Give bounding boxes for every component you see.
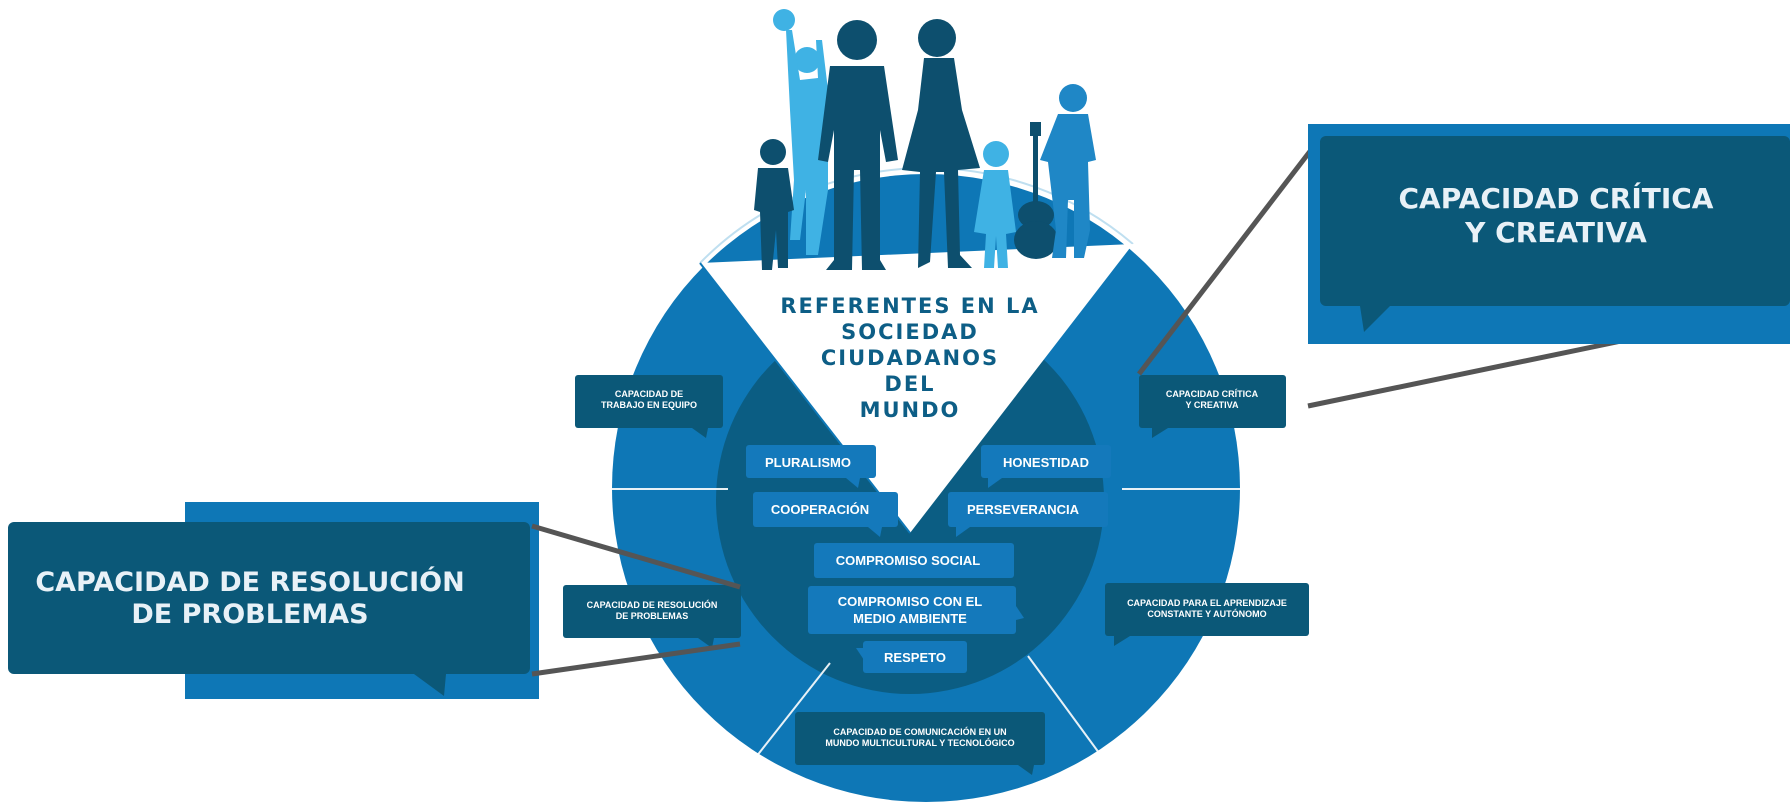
zoom-callout-resolucion-problemas: CAPACIDAD DE RESOLUCIÓN DE PROBLEMAS [8, 502, 741, 699]
guitar-icon [1014, 122, 1058, 259]
speech-bubble-tail-icon [1114, 636, 1130, 646]
value-cooperacion: COOPERACIÓN [753, 492, 898, 537]
value-honestidad: HONESTIDAD [981, 445, 1111, 488]
value-respeto-label: RESPETO [884, 650, 946, 665]
value-medio-ambiente-line-2: MEDIO AMBIENTE [853, 611, 967, 626]
value-honestidad-label: HONESTIDAD [1003, 455, 1089, 470]
center-title-line-2: SOCIEDAD [841, 320, 979, 344]
zoom-resolucion-line-2: DE PROBLEMAS [131, 599, 368, 630]
capacity-trabajo-equipo-line-1: CAPACIDAD DE [615, 389, 683, 399]
triangle-edge-left [699, 262, 911, 534]
capacity-trabajo-equipo-line-2: TRABAJO EN EQUIPO [601, 400, 697, 410]
capacity-critica-creativa: CAPACIDAD CRÍTICA Y CREATIVA [1139, 375, 1286, 438]
center-title-line-4: DEL [884, 372, 935, 396]
capacity-boxes: CAPACIDAD DE TRABAJO EN EQUIPO CAPACIDAD… [563, 375, 1309, 775]
capacity-critica-creativa-line-2: Y CREATIVA [1185, 400, 1239, 410]
zoom-callout-critica-creativa: CAPACIDAD CRÍTICA Y CREATIVA [1137, 124, 1790, 409]
connector-line-bottom [531, 641, 741, 677]
center-title-line-3: CIUDADANOS [821, 346, 999, 370]
value-respeto: RESPETO [856, 641, 967, 673]
capacity-resolucion-problemas: CAPACIDAD DE RESOLUCIÓN DE PROBLEMAS [563, 585, 741, 648]
value-cooperacion-label: COOPERACIÓN [771, 502, 869, 517]
capacity-critica-creativa-line-1: CAPACIDAD CRÍTICA [1166, 389, 1259, 399]
capacity-trabajo-equipo: CAPACIDAD DE TRABAJO EN EQUIPO [575, 375, 723, 438]
center-triangle [700, 244, 1133, 533]
center-title-line-1: REFERENTES EN LA [780, 294, 1039, 318]
zoom-critica-line-1: CAPACIDAD CRÍTICA [1399, 181, 1714, 215]
capacity-comunicacion-line-2: MUNDO MULTICULTURAL Y TECNOLÓGICO [825, 737, 1014, 748]
connector-line-top [531, 523, 741, 590]
value-medio-ambiente: COMPROMISO CON EL MEDIO AMBIENTE [808, 586, 1024, 634]
center-title: REFERENTES EN LA SOCIEDAD CIUDADANOS DEL… [780, 294, 1039, 422]
ball-icon [773, 9, 795, 31]
connector-line-top [1137, 135, 1323, 376]
people-silhouettes-icon [754, 9, 1096, 270]
value-medio-ambiente-line-1: COMPROMISO CON EL [838, 594, 983, 609]
speech-bubble-tail-icon [1018, 765, 1034, 775]
value-pluralismo: PLURALISMO [746, 445, 876, 488]
value-pills: PLURALISMO HONESTIDAD COOPERACIÓN PERSEV… [746, 445, 1111, 673]
value-perseverancia-label: PERSEVERANCIA [967, 502, 1080, 517]
capacity-aprendizaje-line-1: CAPACIDAD PARA EL APRENDIZAJE [1127, 598, 1287, 608]
capacity-resolucion-problemas-line-1: CAPACIDAD DE RESOLUCIÓN [587, 599, 718, 610]
capacity-comunicacion: CAPACIDAD DE COMUNICACIÓN EN UN MUNDO MU… [795, 712, 1045, 775]
zoom-resolucion-line-1: CAPACIDAD DE RESOLUCIÓN [35, 566, 464, 598]
center-title-line-5: MUNDO [860, 398, 961, 422]
capacity-aprendizaje: CAPACIDAD PARA EL APRENDIZAJE CONSTANTE … [1105, 583, 1309, 646]
speech-bubble-tail-icon [698, 638, 714, 648]
speech-bubble-tail-icon [414, 674, 446, 696]
zoom-critica-line-2: Y CREATIVA [1464, 216, 1647, 249]
capacity-comunicacion-line-1: CAPACIDAD DE COMUNICACIÓN EN UN [833, 726, 1006, 737]
capacity-resolucion-problemas-line-2: DE PROBLEMAS [616, 611, 689, 621]
capacity-aprendizaje-line-2: CONSTANTE Y AUTÓNOMO [1147, 608, 1266, 619]
speech-bubble-tail-icon [692, 428, 708, 438]
ring-dividers [611, 488, 1242, 758]
value-pluralismo-label: PLURALISMO [765, 455, 851, 470]
speech-bubble-tail-icon [1360, 306, 1390, 332]
value-perseverancia: PERSEVERANCIA [948, 492, 1108, 537]
value-compromiso-social-label: COMPROMISO SOCIAL [836, 553, 981, 568]
value-compromiso-social: COMPROMISO SOCIAL [814, 543, 1014, 578]
speech-bubble-tail-icon [1152, 428, 1168, 438]
